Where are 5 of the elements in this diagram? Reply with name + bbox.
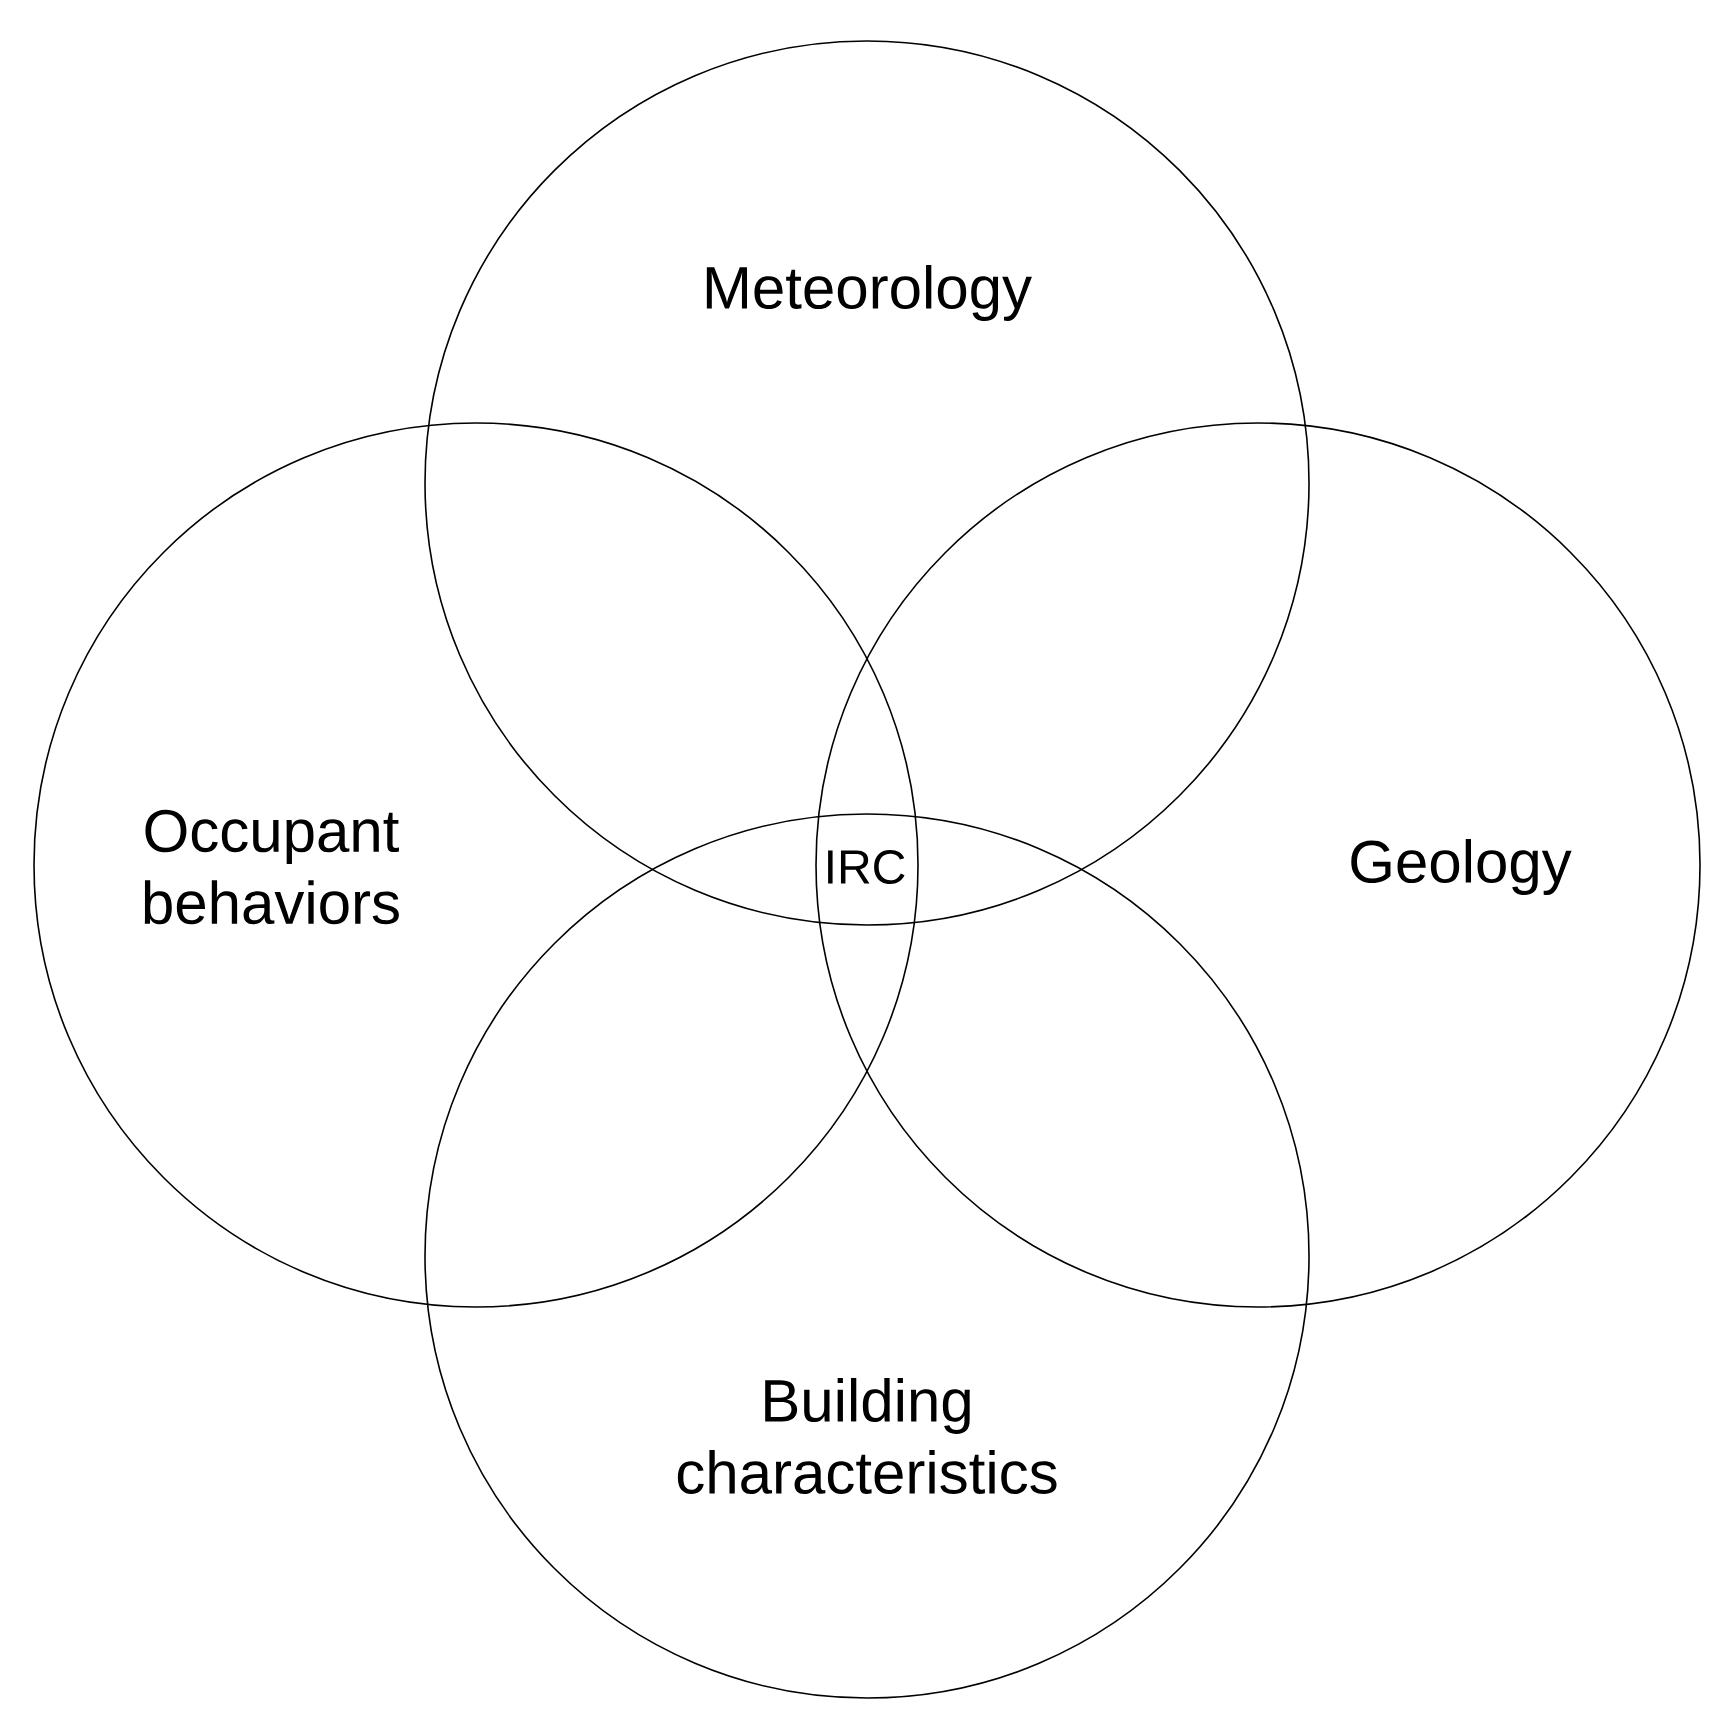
circle-label: Building characteristics bbox=[677, 1377, 1057, 1494]
center-label: IRC bbox=[828, 850, 905, 884]
circle-label: Geology bbox=[1351, 839, 1572, 895]
circle-label: Occupant behaviors bbox=[144, 809, 399, 925]
circle-label: Meteorology bbox=[706, 265, 1032, 321]
